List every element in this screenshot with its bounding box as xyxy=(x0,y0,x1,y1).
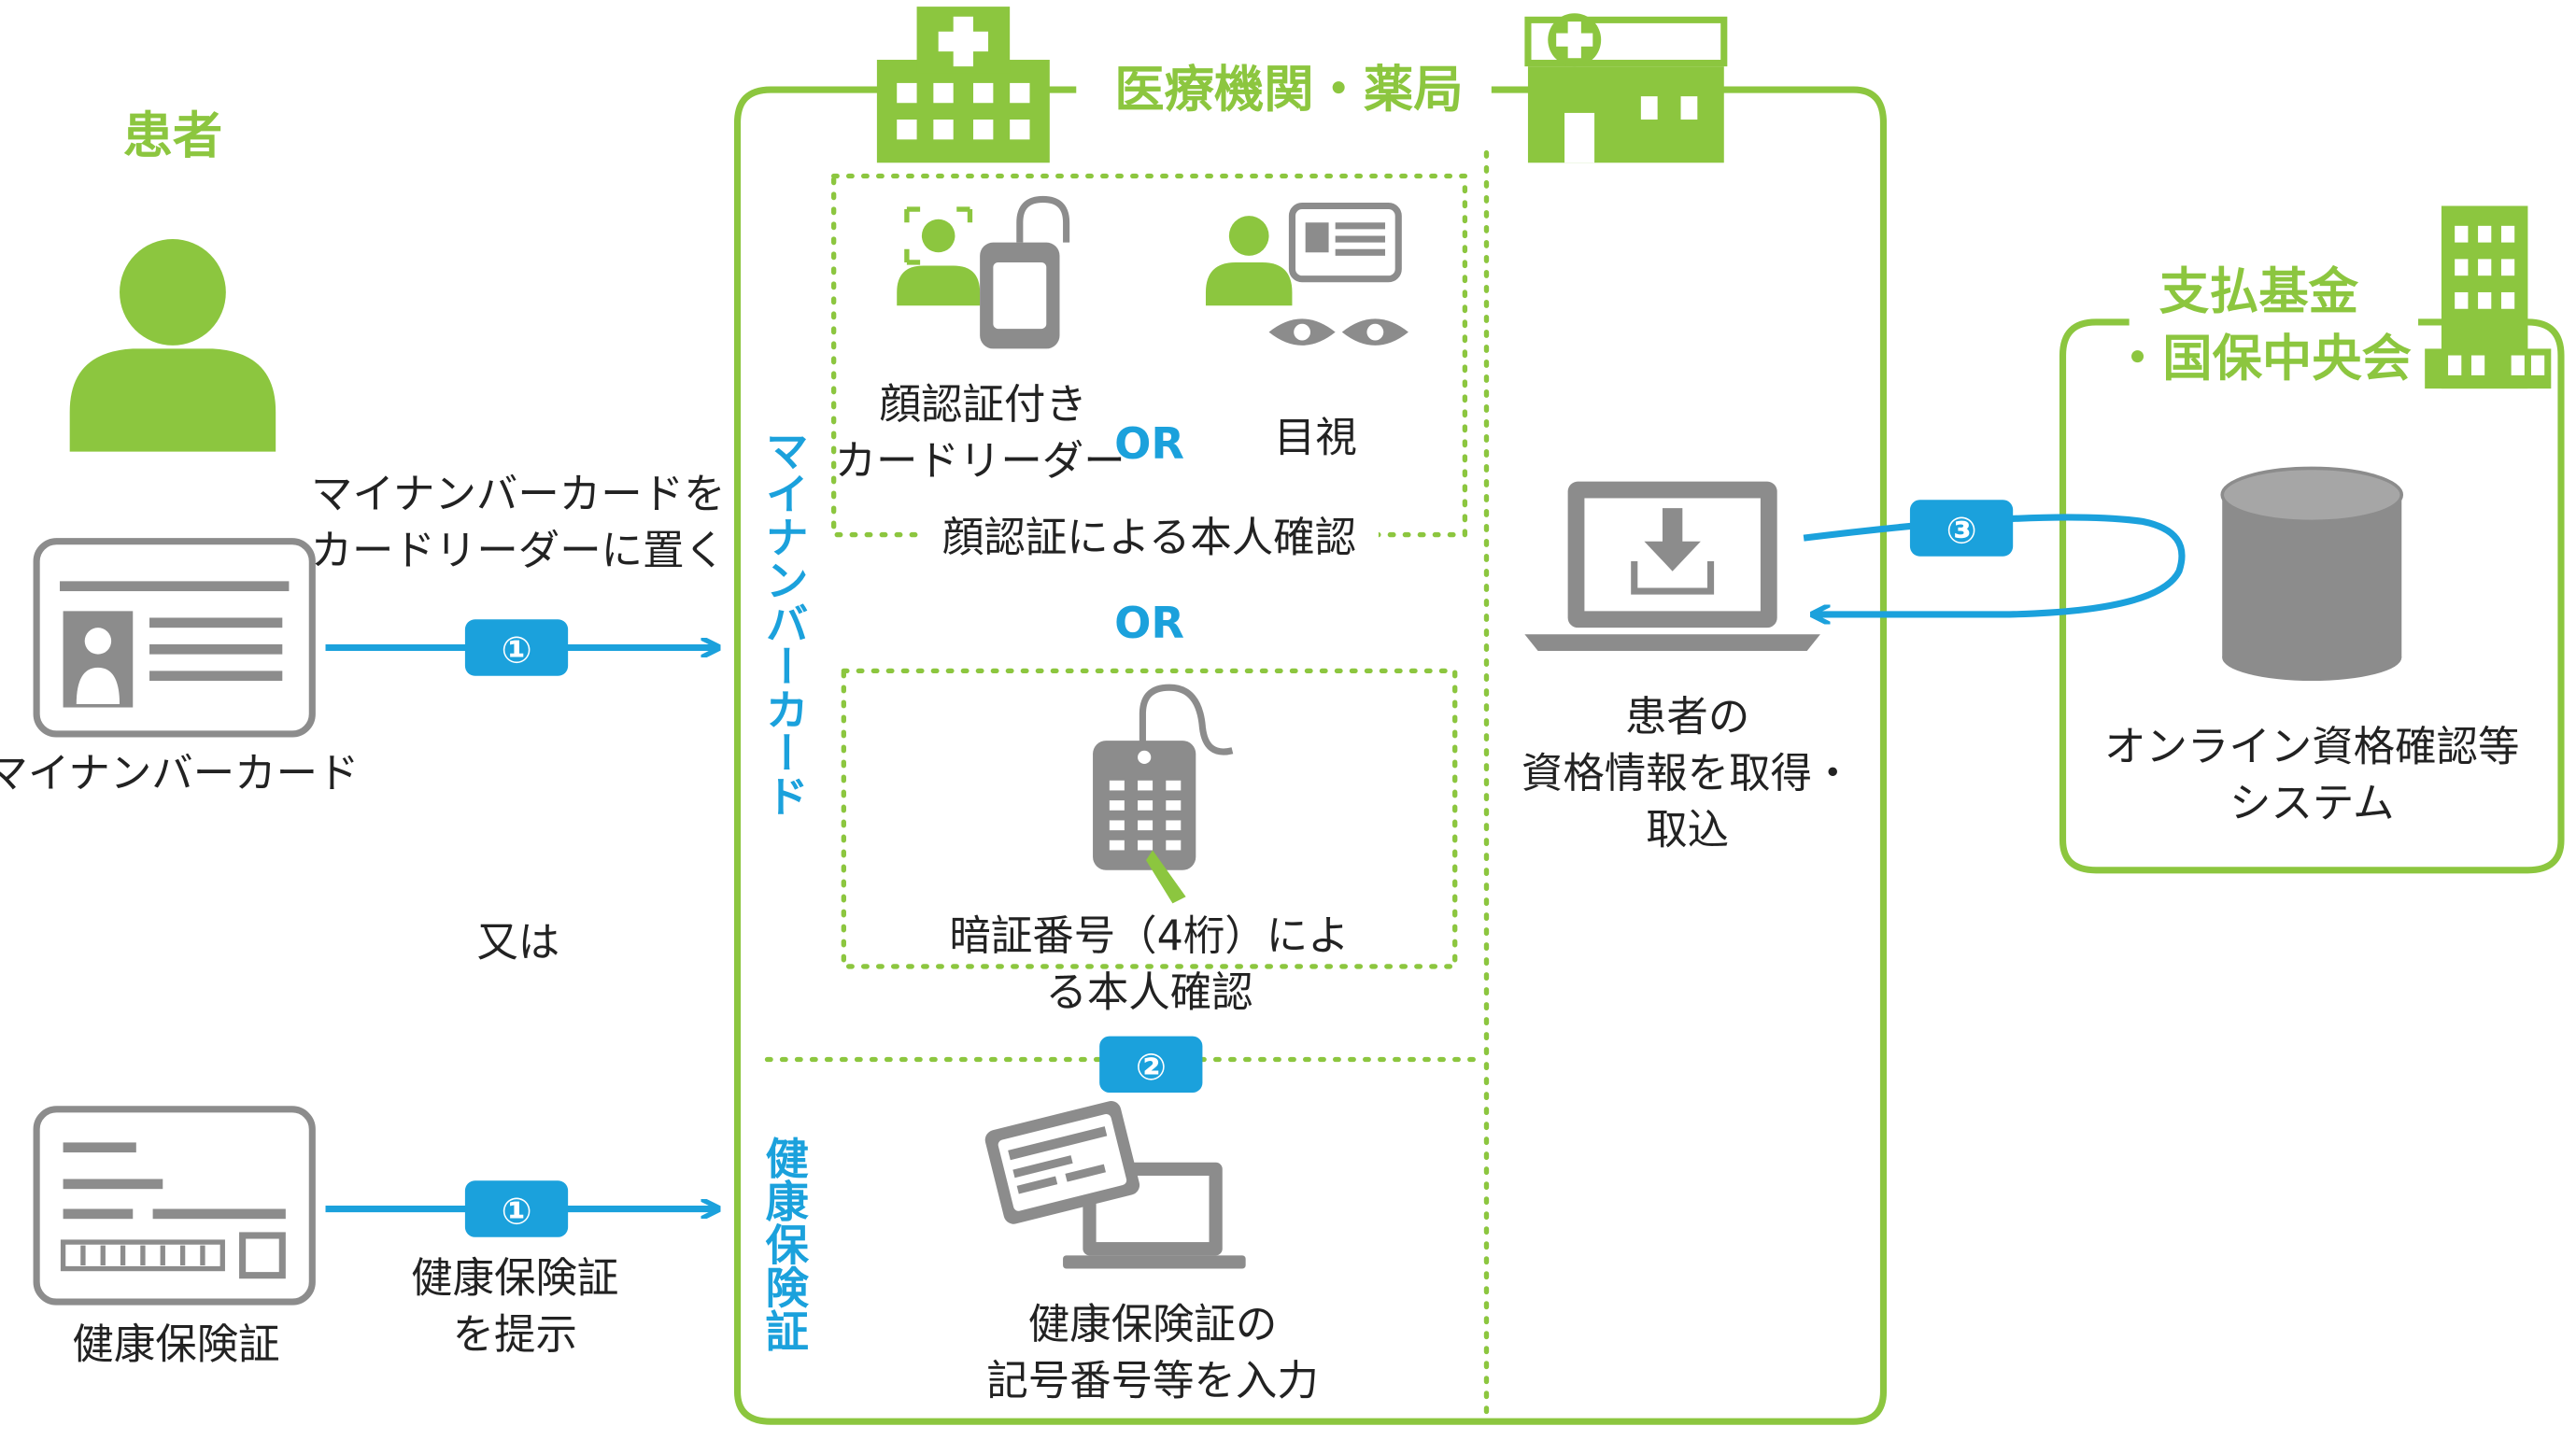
fetch-line3: 取込 xyxy=(1646,806,1729,854)
pin-line2: る本人確認 xyxy=(1045,969,1253,1017)
step1-label-top: ① xyxy=(501,630,531,672)
hospital-icon xyxy=(876,7,1050,163)
pin-line1: 暗証番号（4桁）によ xyxy=(949,912,1349,960)
mynumber-card-icon xyxy=(33,538,316,738)
eye-icon xyxy=(1341,318,1408,346)
step2-label: ② xyxy=(1136,1047,1167,1089)
person-icon xyxy=(69,239,276,452)
fund-frame xyxy=(2059,318,2565,874)
facility-title: 医療機関・薬局 xyxy=(1114,60,1463,119)
step1-badge-top: ① xyxy=(464,619,569,676)
fetch-line2: 資格情報を取得・ xyxy=(1522,750,1854,798)
face-reader-line2: カードリーダー xyxy=(835,438,1125,486)
or-label-top: OR xyxy=(1114,418,1184,469)
step1-badge-bottom: ① xyxy=(464,1180,569,1237)
facility-frame xyxy=(733,86,1888,1425)
insurance-card-icon xyxy=(33,1106,316,1306)
step3-label: ③ xyxy=(1946,510,1976,552)
face-reader-icon xyxy=(897,195,1070,349)
face-auth-caption-bg xyxy=(921,511,1379,562)
visual-check-label: 目視 xyxy=(1274,415,1357,462)
visual-check-icon xyxy=(1205,202,1408,346)
card-laptop-icon xyxy=(984,1101,1246,1269)
mynumber-card-label: マイナンバーカード xyxy=(0,750,359,798)
insurance-input-line2: 記号番号等を入力 xyxy=(986,1358,1319,1405)
download-laptop-icon xyxy=(1524,481,1820,652)
fetch-line1: 患者の xyxy=(1625,693,1749,741)
eye-icon xyxy=(1268,318,1336,346)
mynumber-vertical-label: マイナンバーカード xyxy=(758,429,809,817)
insurance-vertical-label: 健康保険証 xyxy=(758,1136,809,1352)
insurance-card-label: 健康保険証 xyxy=(72,1321,279,1369)
fund-title-line1: 支払基金 xyxy=(2159,262,2359,321)
insurance-vertical-text: 健康保険証 xyxy=(758,1136,809,1352)
database-icon xyxy=(2220,466,2404,682)
fund-title-line2: ・国保中央会 xyxy=(2113,329,2412,388)
pin-auth-group xyxy=(841,668,1458,969)
office-building-icon xyxy=(2425,205,2552,389)
step3-badge: ③ xyxy=(1909,500,2014,557)
system-line1: オンライン資格確認等 xyxy=(2104,723,2519,770)
present-card-line2: を提示 xyxy=(453,1311,577,1359)
patient-title: 患者 xyxy=(123,106,223,165)
step1-label-bottom: ① xyxy=(501,1192,531,1234)
pharmacy-icon xyxy=(1524,13,1728,163)
face-reader-line1: 顔認証付き xyxy=(880,381,1087,429)
insurance-input-line1: 健康保険証の xyxy=(1028,1301,1278,1348)
place-card-line1: マイナンバーカードを xyxy=(311,471,726,518)
step2-badge: ② xyxy=(1099,1036,1203,1094)
or-text: 又は xyxy=(476,919,559,967)
mynumber-vertical-text: マイナンバーカード xyxy=(758,429,809,817)
system-line2: システム xyxy=(2229,780,2394,827)
pin-pad-icon xyxy=(1093,684,1234,904)
or-label-middle: OR xyxy=(1114,598,1184,648)
place-card-line2: カードリーダーに置く xyxy=(311,528,726,575)
pin-caption-bg xyxy=(929,913,1369,960)
present-card-line1: 健康保険証 xyxy=(411,1254,618,1302)
face-auth-caption: 顔認証による本人確認 xyxy=(942,514,1356,561)
